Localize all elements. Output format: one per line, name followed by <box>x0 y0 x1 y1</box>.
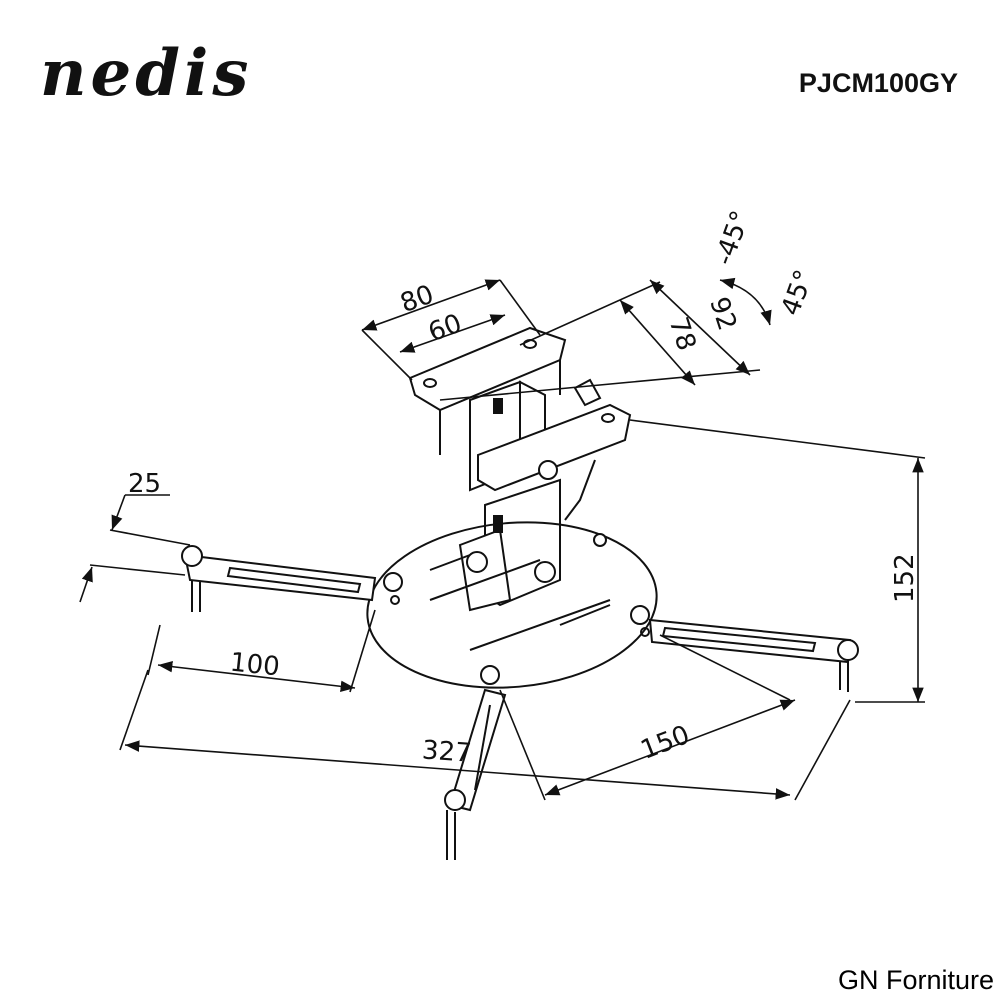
dim-60: 60 <box>424 309 465 349</box>
footer-label: GN Forniture <box>837 965 994 995</box>
dim-327: 327 <box>421 735 473 768</box>
dim-78: 78 <box>663 314 702 355</box>
dimension-lines <box>79 277 926 801</box>
mounting-disc <box>366 521 658 689</box>
projector-arms <box>181 545 859 860</box>
model-number: PJCM100GY <box>798 68 958 98</box>
dim-152: 152 <box>890 553 920 603</box>
nedis-logo: nedis <box>40 36 253 111</box>
dim-80: 80 <box>396 280 437 320</box>
dim-tilt-up: -45° <box>709 207 756 269</box>
dim-92: 92 <box>703 294 742 335</box>
dim-100: 100 <box>229 647 282 682</box>
dim-25: 25 <box>128 469 161 499</box>
dim-150: 150 <box>637 720 694 766</box>
mount-arm <box>458 378 632 612</box>
dim-tilt-down: 45° <box>776 266 820 320</box>
